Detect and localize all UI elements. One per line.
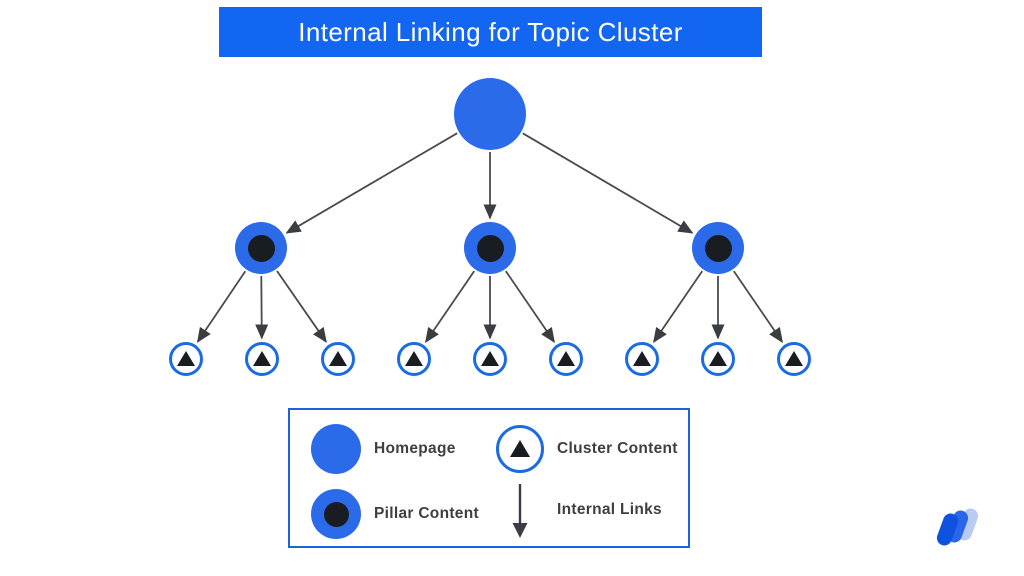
legend-item-homepage: Homepage bbox=[311, 424, 456, 474]
triangle-icon bbox=[785, 350, 803, 366]
pillar-core-icon bbox=[704, 234, 732, 262]
pillar-circle-icon bbox=[311, 489, 361, 539]
triangle-icon bbox=[481, 350, 499, 366]
node-cluster-4 bbox=[397, 342, 431, 376]
down-arrow-icon bbox=[496, 482, 544, 538]
legend-label-homepage: Homepage bbox=[374, 440, 456, 457]
triangle-icon bbox=[177, 350, 195, 366]
legend-label-internal-links: Internal Links bbox=[557, 501, 662, 518]
triangle-icon bbox=[405, 350, 423, 366]
legend-item-cluster-content: Cluster Content bbox=[496, 425, 678, 473]
triangle-icon bbox=[557, 350, 575, 366]
node-cluster-6 bbox=[549, 342, 583, 376]
triangle-icon bbox=[329, 350, 347, 366]
node-cluster-2 bbox=[245, 342, 279, 376]
diagram-title: Internal Linking for Topic Cluster bbox=[298, 16, 683, 47]
title-banner: Internal Linking for Topic Cluster bbox=[219, 7, 762, 57]
node-cluster-1 bbox=[169, 342, 203, 376]
triangle-icon bbox=[633, 350, 651, 366]
node-pillar-1 bbox=[235, 222, 287, 274]
node-homepage bbox=[454, 78, 526, 150]
node-cluster-9 bbox=[777, 342, 811, 376]
legend-item-internal-links: Internal Links bbox=[496, 482, 662, 538]
legend-label-pillar-content: Pillar Content bbox=[374, 505, 479, 522]
legend-item-pillar-content: Pillar Content bbox=[311, 489, 479, 539]
pillar-core-icon bbox=[476, 234, 504, 262]
triangle-icon bbox=[510, 439, 530, 457]
node-cluster-5 bbox=[473, 342, 507, 376]
pillar-core-icon bbox=[247, 234, 275, 262]
homepage-circle-icon bbox=[311, 424, 361, 474]
triangle-icon bbox=[709, 350, 727, 366]
node-cluster-8 bbox=[701, 342, 735, 376]
triangle-icon bbox=[253, 350, 271, 366]
legend-box: Homepage Pillar Content Cluster Content … bbox=[288, 408, 690, 548]
node-cluster-3 bbox=[321, 342, 355, 376]
legend-label-cluster-content: Cluster Content bbox=[557, 440, 678, 457]
cluster-circle-icon bbox=[496, 425, 544, 473]
node-cluster-7 bbox=[625, 342, 659, 376]
brand-w-logo-icon bbox=[934, 506, 991, 554]
node-pillar-2 bbox=[464, 222, 516, 274]
node-pillar-3 bbox=[692, 222, 744, 274]
